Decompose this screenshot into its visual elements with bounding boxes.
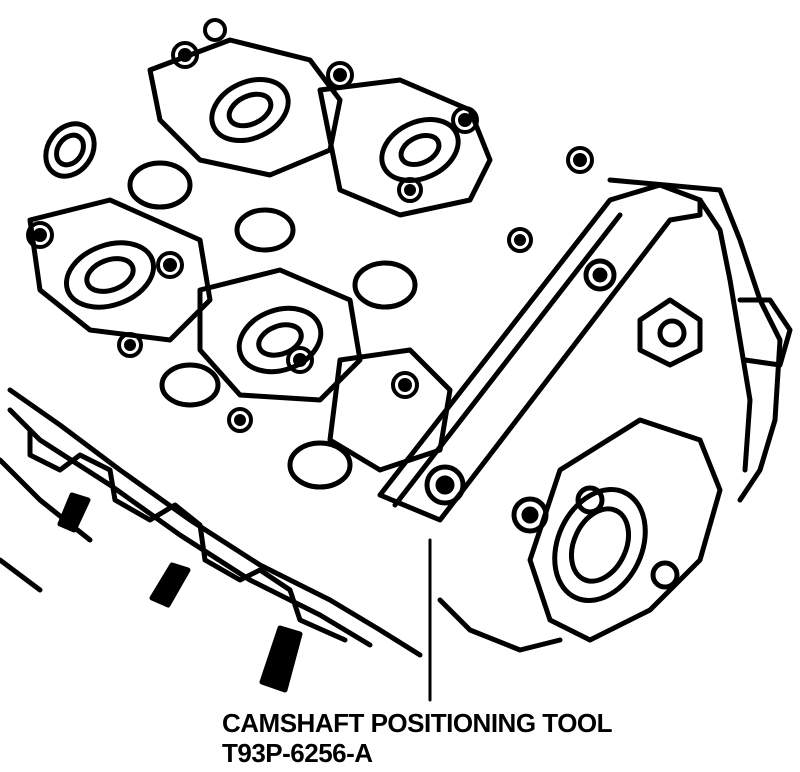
camshaft-positioning-tool [377,182,703,523]
tool-part-number: T93P-6256-A [222,738,373,768]
cylinder-head-casting [0,387,423,658]
cylinder-head-studs [57,492,303,693]
tool-callout-label: CAMSHAFT POSITIONING TOOL T93P-6256-A [222,708,613,768]
spark-plug-tube [43,121,97,179]
cap-bolts [26,18,594,433]
engine-front-cover [437,177,793,653]
camshaft-bearing-caps [27,37,493,473]
tool-name-label: CAMSHAFT POSITIONING TOOL [222,708,613,738]
camshaft-lobes [127,160,418,490]
